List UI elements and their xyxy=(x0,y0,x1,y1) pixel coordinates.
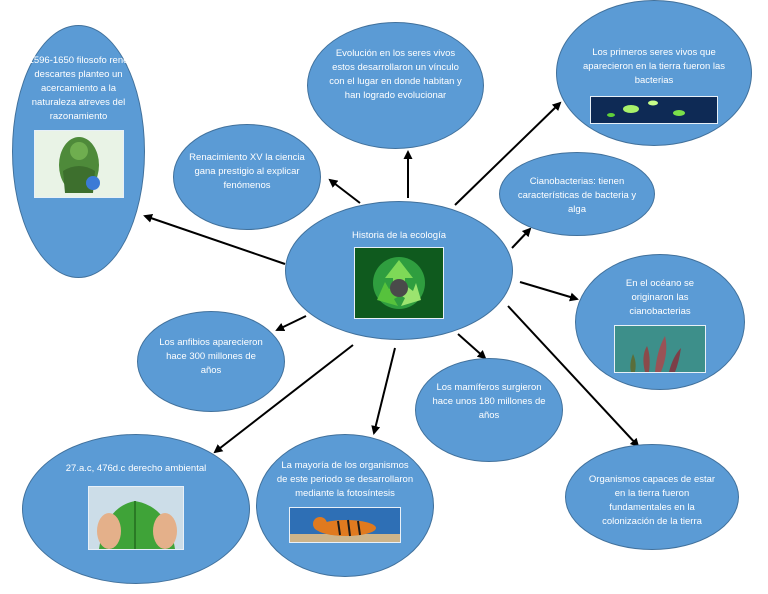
node-anfibios-text: Los anfibios aparecieron hace 300 millon… xyxy=(159,337,263,376)
node-bacterias-text: Los primeros seres vivos que aparecieron… xyxy=(582,47,726,86)
node-evolucion-text: Evolución en los seres vivos estos desar… xyxy=(329,48,462,101)
bacteria-icon xyxy=(590,96,718,124)
arrow-to-cianobacterias xyxy=(511,227,532,249)
arrow-to-descartes xyxy=(143,214,286,265)
node-bacterias: Los primeros seres vivos que aparecieron… xyxy=(556,0,752,146)
hands-leaf-icon xyxy=(88,486,184,550)
node-oceano: En el océano se originaron las cianobact… xyxy=(575,254,745,390)
node-renacimiento: Renacimiento XV la ciencia gana prestigi… xyxy=(173,124,321,230)
node-derecho-text: 27.a.c, 476d.c derecho ambiental xyxy=(65,463,207,474)
node-anfibios: Los anfibios aparecieron hace 300 millon… xyxy=(137,311,285,412)
node-mamiferos-text: Los mamíferos surgieron hace unos 180 mi… xyxy=(432,382,546,421)
node-derecho: 27.a.c, 476d.c derecho ambiental xyxy=(22,434,250,584)
arrow-to-fotosintesis xyxy=(371,347,396,435)
earth-goddess-icon xyxy=(33,130,124,198)
node-cianobacterias: Cianobacterias: tienen características d… xyxy=(499,152,655,236)
node-descartes-text: 1596-1650 filosofo rene descartes plante… xyxy=(28,55,129,122)
node-colonizacion: Organismos capaces de estar en la tierra… xyxy=(565,444,739,550)
arrow-to-mamiferos xyxy=(457,333,487,360)
seaweed-icon xyxy=(614,325,706,373)
node-cianobacterias-text: Cianobacterias: tienen características d… xyxy=(517,176,637,215)
recycle-globe-icon xyxy=(354,247,444,319)
node-oceano-text: En el océano se originaron las cianobact… xyxy=(625,278,695,317)
arrow-to-renacimiento xyxy=(328,178,361,204)
arrow-to-derecho xyxy=(213,344,354,454)
node-mamiferos: Los mamíferos surgieron hace unos 180 mi… xyxy=(415,358,563,462)
arrow-to-colonizacion xyxy=(507,305,640,448)
arrow-to-bacterias xyxy=(454,101,562,206)
arrow-to-oceano xyxy=(519,281,579,302)
center-node: Historia de la ecología xyxy=(285,201,513,340)
node-colonizacion-text: Organismos capaces de estar en la tierra… xyxy=(588,474,716,527)
node-renacimiento-text: Renacimiento XV la ciencia gana prestigi… xyxy=(189,152,305,191)
node-fotosintesis-text: La mayoría de los organismos de este per… xyxy=(276,460,414,499)
node-descartes: 1596-1650 filosofo rene descartes plante… xyxy=(12,25,145,278)
tiger-icon xyxy=(289,507,401,543)
node-evolucion: Evolución en los seres vivos estos desar… xyxy=(307,22,484,149)
arrow-to-anfibios xyxy=(275,315,307,332)
center-title: Historia de la ecología xyxy=(352,230,446,241)
node-fotosintesis: La mayoría de los organismos de este per… xyxy=(256,434,434,577)
